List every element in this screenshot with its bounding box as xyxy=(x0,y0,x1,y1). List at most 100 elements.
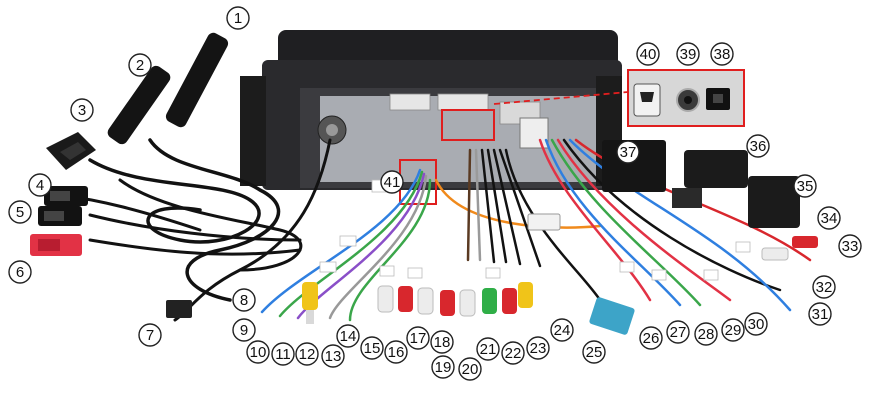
callout-number: 20 xyxy=(462,361,479,378)
callout-number: 10 xyxy=(250,344,267,361)
callout-40: 40 xyxy=(636,42,660,66)
callout-8: 8 xyxy=(232,288,256,312)
callout-number: 39 xyxy=(680,46,697,63)
gps-antenna-icon xyxy=(46,132,96,170)
callout-number: 40 xyxy=(640,46,657,63)
callout-11: 11 xyxy=(271,342,295,366)
callout-number: 15 xyxy=(364,340,381,357)
callout-41: 41 xyxy=(380,170,404,194)
callout-23: 23 xyxy=(526,336,550,360)
callout-37: 37 xyxy=(616,140,640,164)
callout-5: 5 xyxy=(8,200,32,224)
callout-circle xyxy=(8,260,32,284)
callout-16: 16 xyxy=(384,340,408,364)
callout-15: 15 xyxy=(360,336,384,360)
callout-number: 28 xyxy=(698,326,715,343)
callout-14: 14 xyxy=(336,324,360,348)
callout-circle xyxy=(694,322,718,346)
callout-6: 6 xyxy=(8,260,32,284)
callout-19: 19 xyxy=(431,355,455,379)
callout-number: 22 xyxy=(505,345,522,362)
callout-circle xyxy=(271,342,295,366)
callout-number: 23 xyxy=(530,340,547,357)
callout-circle xyxy=(616,140,640,164)
callout-number: 13 xyxy=(325,348,342,365)
callout-number: 32 xyxy=(816,279,833,296)
callout-number: 2 xyxy=(136,57,144,74)
callout-circle xyxy=(406,326,430,350)
callout-number: 35 xyxy=(797,178,814,195)
callout-31: 31 xyxy=(808,302,832,326)
audio-jack-icon xyxy=(676,88,700,112)
callout-35: 35 xyxy=(793,174,817,198)
callout-circle xyxy=(380,170,404,194)
callout-circle xyxy=(321,344,345,368)
callout-circle xyxy=(360,336,384,360)
callout-26: 26 xyxy=(639,326,663,350)
callout-circle xyxy=(744,312,768,336)
callout-number: 17 xyxy=(410,330,427,347)
callout-number: 3 xyxy=(78,102,86,119)
callout-18: 18 xyxy=(430,330,454,354)
callout-number: 6 xyxy=(16,264,24,281)
callout-circle xyxy=(710,42,734,66)
callout-circle xyxy=(70,98,94,122)
callout-circle xyxy=(226,6,250,30)
callout-circle xyxy=(384,340,408,364)
callout-circle xyxy=(526,336,550,360)
optical-port-icon xyxy=(706,88,730,110)
callout-number: 37 xyxy=(620,144,637,161)
rca-plugs-right xyxy=(761,236,818,261)
callout-10: 10 xyxy=(246,340,270,364)
callout-circle xyxy=(812,275,836,299)
callout-circle xyxy=(246,340,270,364)
callout-36: 36 xyxy=(746,134,770,158)
rca-plugs-audio xyxy=(377,282,533,317)
callout-39: 39 xyxy=(676,42,700,66)
callout-number: 36 xyxy=(750,138,767,155)
callout-circle xyxy=(28,173,52,197)
callout-7: 7 xyxy=(138,323,162,347)
callout-number: 18 xyxy=(434,334,451,351)
callout-circle xyxy=(232,288,256,312)
callout-2: 2 xyxy=(128,53,152,77)
callout-number: 26 xyxy=(643,330,660,347)
callout-number: 9 xyxy=(240,322,248,339)
callout-number: 29 xyxy=(725,322,742,339)
callout-number: 21 xyxy=(480,341,497,358)
callout-circle xyxy=(582,340,606,364)
callout-circle xyxy=(128,53,152,77)
callout-circle xyxy=(295,342,319,366)
callout-9: 9 xyxy=(232,318,256,342)
callout-34: 34 xyxy=(817,206,841,230)
antenna-left xyxy=(107,65,171,145)
callout-30: 30 xyxy=(744,312,768,336)
callout-number: 1 xyxy=(234,10,242,27)
rca-yellow-left xyxy=(302,282,318,324)
callout-circle xyxy=(721,318,745,342)
callout-32: 32 xyxy=(812,275,836,299)
callout-number: 12 xyxy=(299,346,316,363)
callout-circle xyxy=(8,200,32,224)
callout-number: 34 xyxy=(821,210,838,227)
callout-38: 38 xyxy=(710,42,734,66)
callout-circle xyxy=(676,42,700,66)
callout-circle xyxy=(793,174,817,198)
callout-3: 3 xyxy=(70,98,94,122)
callout-number: 33 xyxy=(842,238,859,255)
callout-number: 24 xyxy=(554,322,571,339)
head-unit xyxy=(240,30,622,190)
callout-circle xyxy=(458,357,482,381)
callout-circle xyxy=(430,330,454,354)
iso-connectors xyxy=(672,150,800,228)
small-connector xyxy=(166,300,192,318)
callout-22: 22 xyxy=(501,341,525,365)
callout-number: 19 xyxy=(435,359,452,376)
callout-21: 21 xyxy=(476,337,500,361)
callout-number: 30 xyxy=(748,316,765,333)
callout-13: 13 xyxy=(321,344,345,368)
callout-circle xyxy=(838,234,862,258)
callout-number: 8 xyxy=(240,292,248,309)
antenna-right xyxy=(165,32,229,128)
